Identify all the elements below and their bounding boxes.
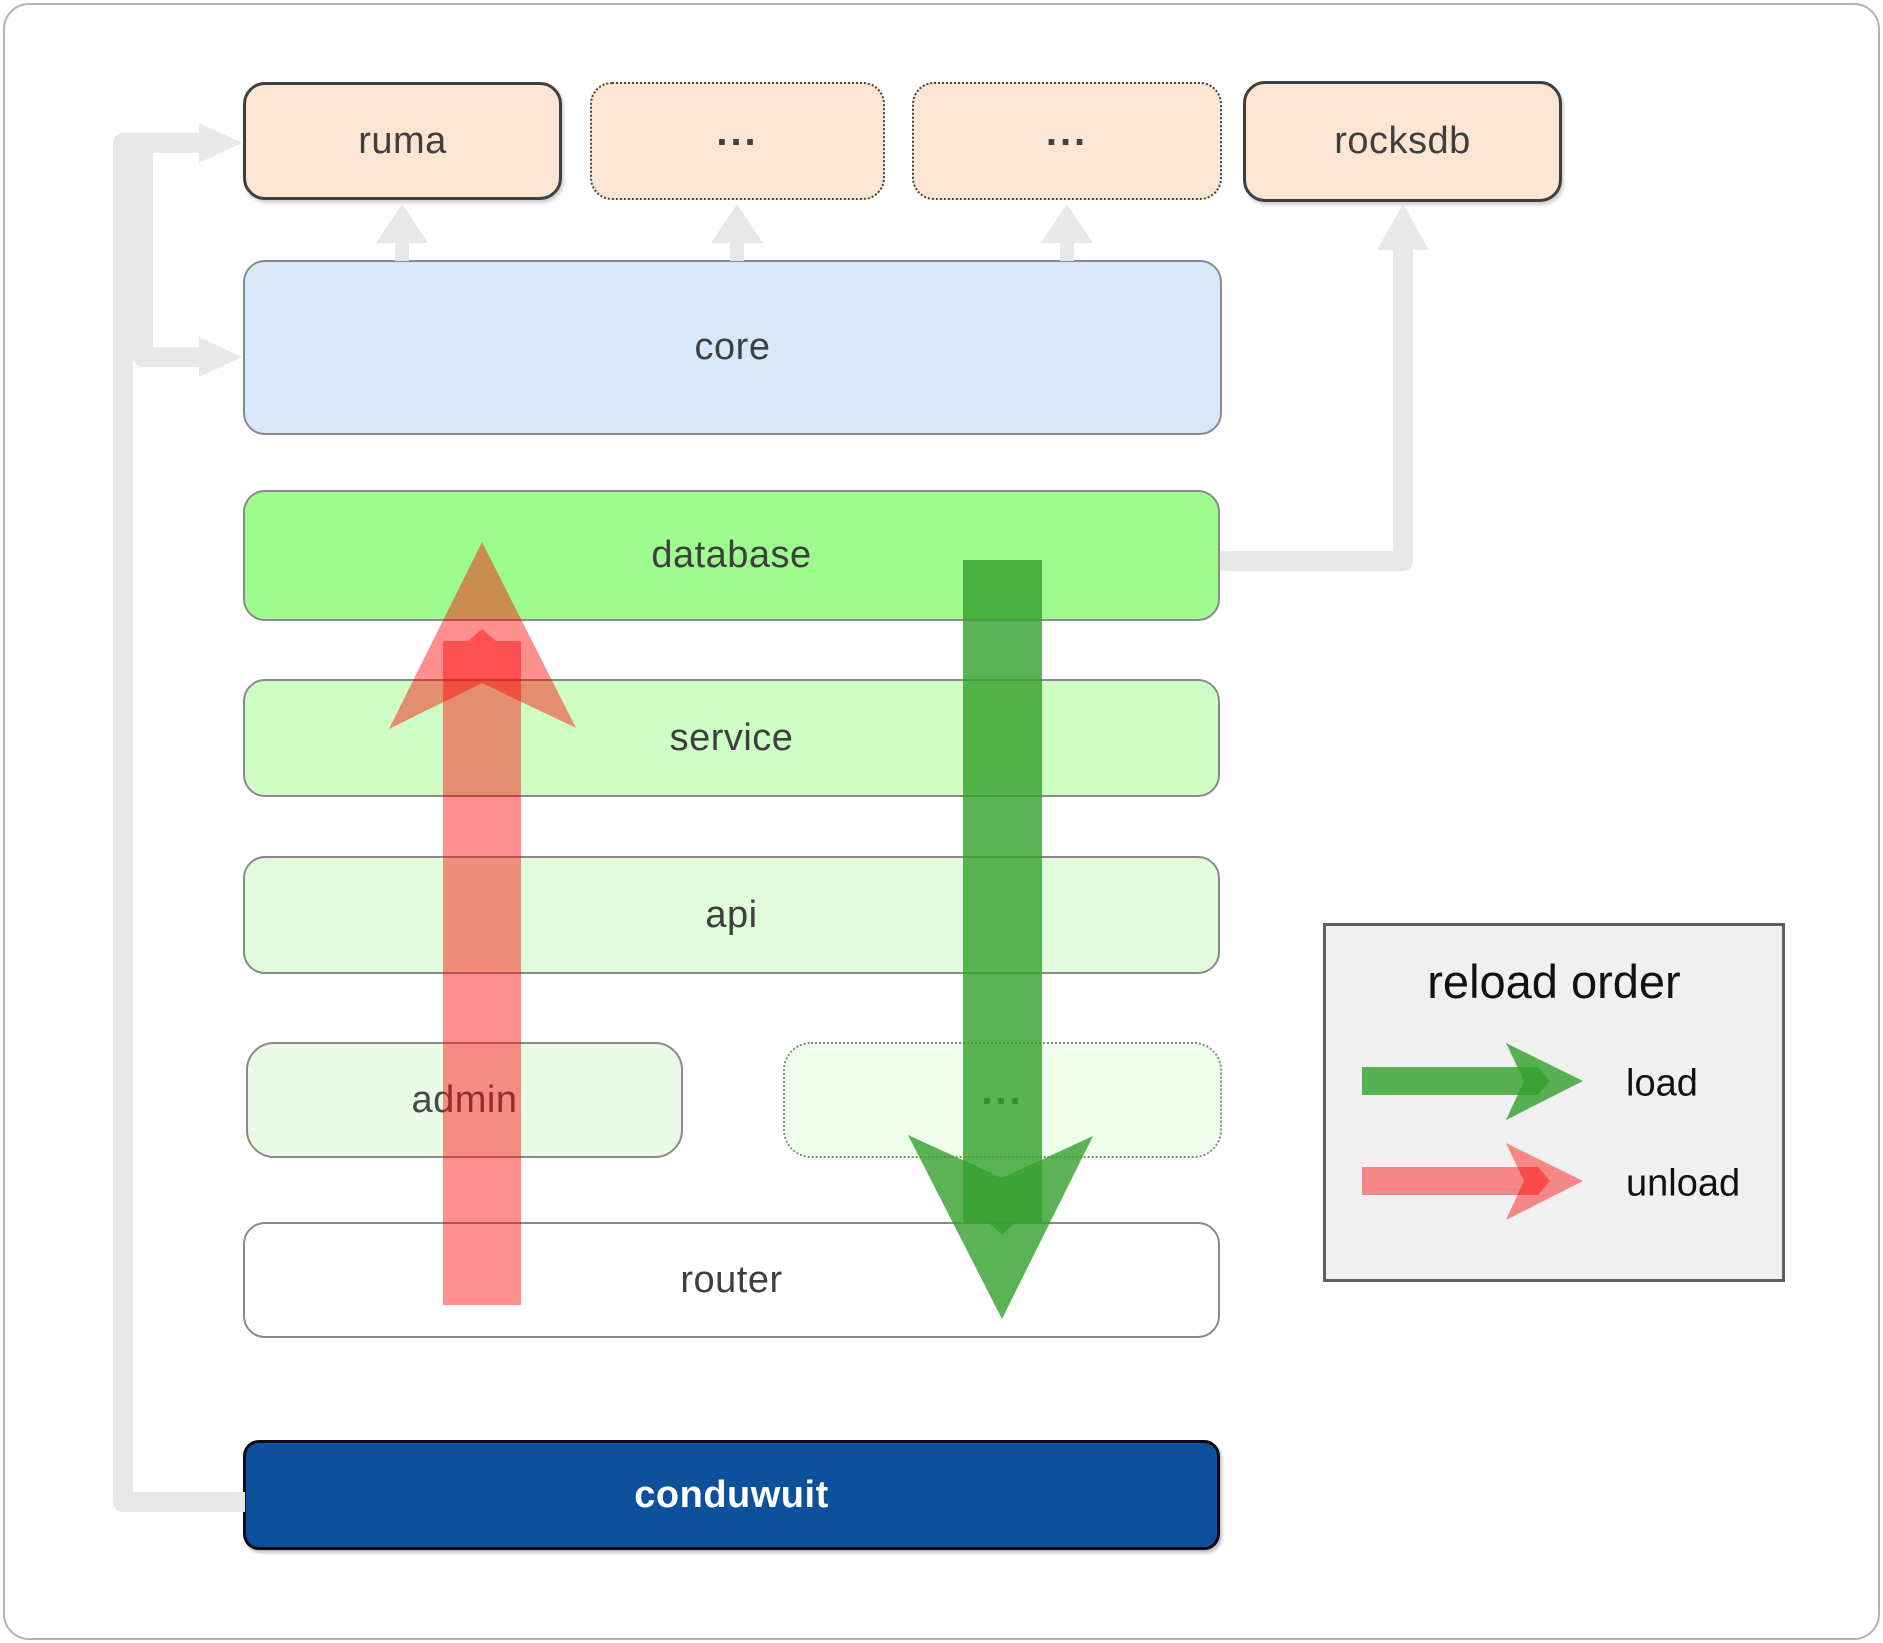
legend-unload-label: unload — [1626, 1162, 1741, 1205]
node-ellipsis-1: ... — [590, 82, 885, 200]
node-rocksdb-label: rocksdb — [1334, 120, 1471, 162]
node-conduwuit-label: conduwuit — [634, 1473, 829, 1516]
node-admin-label: admin — [411, 1078, 518, 1121]
node-conduwuit: conduwuit — [243, 1440, 1220, 1550]
legend-title: reload order — [1427, 955, 1681, 1008]
legend: reload order load unload — [1323, 923, 1785, 1282]
node-service-label: service — [669, 716, 794, 759]
node-rocksdb: rocksdb — [1243, 81, 1562, 202]
node-ellipsis-3: ... — [783, 1042, 1222, 1158]
node-service: service — [243, 679, 1220, 797]
node-ruma-label: ruma — [358, 119, 447, 162]
diagram-outer-frame — [3, 3, 1880, 1640]
node-api: api — [243, 856, 1220, 974]
node-router: router — [243, 1222, 1220, 1338]
node-router-label: router — [680, 1258, 783, 1301]
node-api-label: api — [705, 893, 758, 936]
node-ruma: ruma — [243, 82, 562, 200]
node-admin: admin — [246, 1042, 683, 1158]
legend-load-label: load — [1626, 1062, 1698, 1105]
node-core-label: core — [694, 326, 771, 368]
node-database: database — [243, 490, 1220, 621]
node-ellipsis-2: ... — [912, 82, 1222, 200]
node-database-label: database — [651, 534, 812, 576]
node-core: core — [243, 260, 1222, 435]
